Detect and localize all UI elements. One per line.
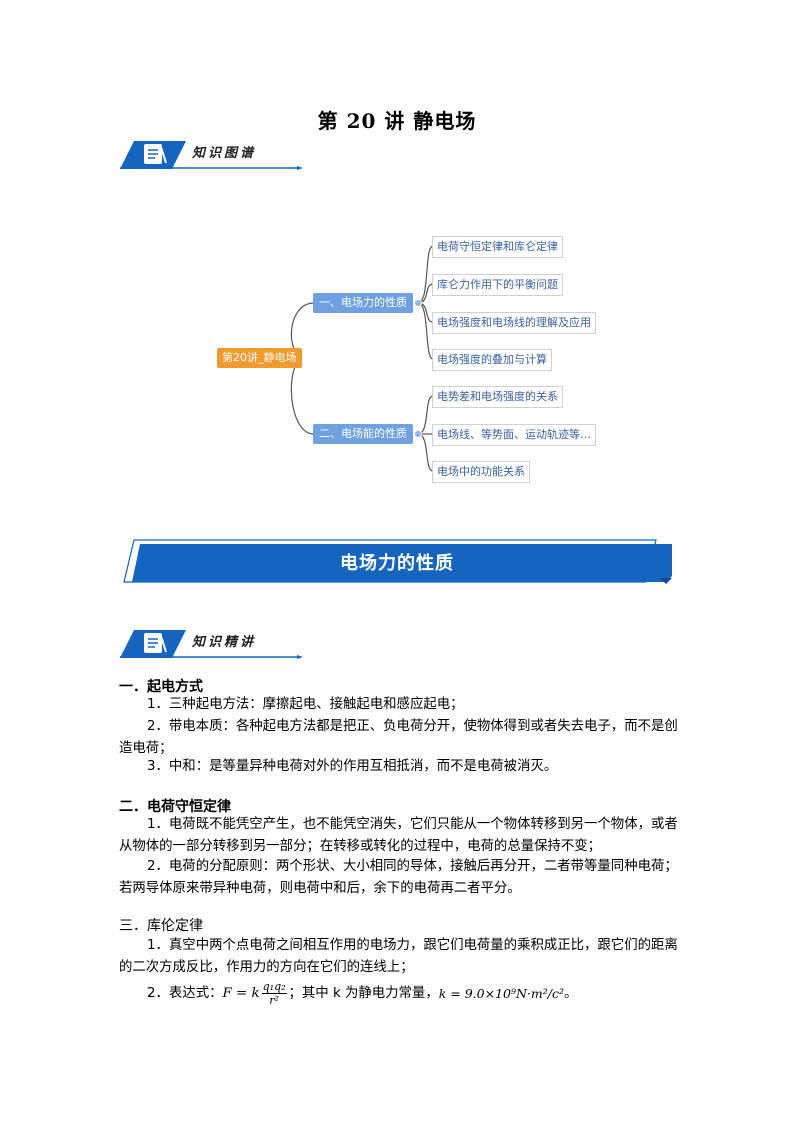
mindmap-connectors [290, 245, 434, 472]
mindmap-leaf: 电场中的功能关系 [432, 461, 530, 483]
paragraph: 1．三种起电方法：摩擦起电、接触起电和感应起电； [147, 697, 464, 712]
chapter-banner [123, 539, 672, 584]
formula-fraction: q₁q₂ r² [261, 980, 287, 1007]
formula-denominator: r² [269, 994, 279, 1007]
section-header-map: 知识图谱 [120, 133, 310, 183]
paragraph: 2．电荷的分配原则：两个形状、大小相同的导体，接触后再分开，二者带等量同种电荷；… [119, 859, 678, 896]
paragraph: 3．中和：是等量异种电荷对外的作用互相抵消，而不是电荷被消灭。 [147, 759, 558, 774]
mindmap-leaf: 电场强度的叠加与计算 [432, 349, 552, 371]
paragraph: 1．真空中两个点电荷之间相互作用的电场力，跟它们电荷量的乘积成正比，跟它们的距离… [119, 938, 678, 975]
page-title: 第 20 讲 静电场 [317, 109, 477, 133]
header-underline [120, 655, 303, 659]
formula-line: 2．表达式： F = k q₁q₂ r² ；其中 k 为静电力常量， k = 9… [147, 980, 687, 1007]
formula-prefix: 2．表达式： [147, 985, 223, 1001]
paragraph: 1．电荷既不能凭空产生，也不能凭空消失，它们只能从一个物体转移到另一个物体，或者… [119, 817, 678, 854]
formula-numerator: q₁q₂ [261, 980, 287, 994]
paragraph: 2．带电本质：各种起电方法都是把正、负电荷分开，使物体得到或者失去电子，而不是创… [119, 719, 678, 756]
mindmap-branch-2: 二、电场能的性质 [313, 424, 413, 444]
header-underline [120, 166, 303, 170]
formula-constant: k = 9.0×10⁹N·m²/c² [438, 985, 564, 1001]
section-header-explain-label: 知识精讲 [192, 635, 257, 650]
mindmap-branch-1: 一、电场力的性质 [313, 293, 413, 313]
section-header-map-label: 知识图谱 [192, 146, 257, 161]
mindmap-leaf: 库仑力作用下的平衡问题 [432, 274, 563, 296]
mindmap-leaf: 电场线、等势面、运动轨迹等… [432, 424, 596, 446]
mindmap-leaf: 电场强度和电场线的理解及应用 [432, 312, 596, 334]
formula-lhs: F = k [222, 985, 260, 1001]
section-heading: 一．起电方式 [119, 679, 203, 695]
section-heading: 三．库伦定律 [119, 918, 203, 934]
section-header-explain: 知识精讲 [120, 622, 310, 672]
notebook-icon [120, 141, 186, 169]
notebook-icon [120, 630, 186, 658]
mindmap-leaf: 电势差和电场强度的关系 [432, 386, 563, 408]
formula-suffix: 。 [563, 985, 578, 1001]
formula-middle: ；其中 k 为静电力常量， [288, 985, 439, 1001]
chapter-banner-title: 电场力的性质 [340, 553, 454, 574]
section-heading: 二．电荷守恒定律 [119, 799, 231, 815]
mindmap-leaf: 电荷守恒定律和库仑定律 [432, 236, 563, 258]
mindmap-root: 第20讲_静电场 [217, 348, 302, 368]
